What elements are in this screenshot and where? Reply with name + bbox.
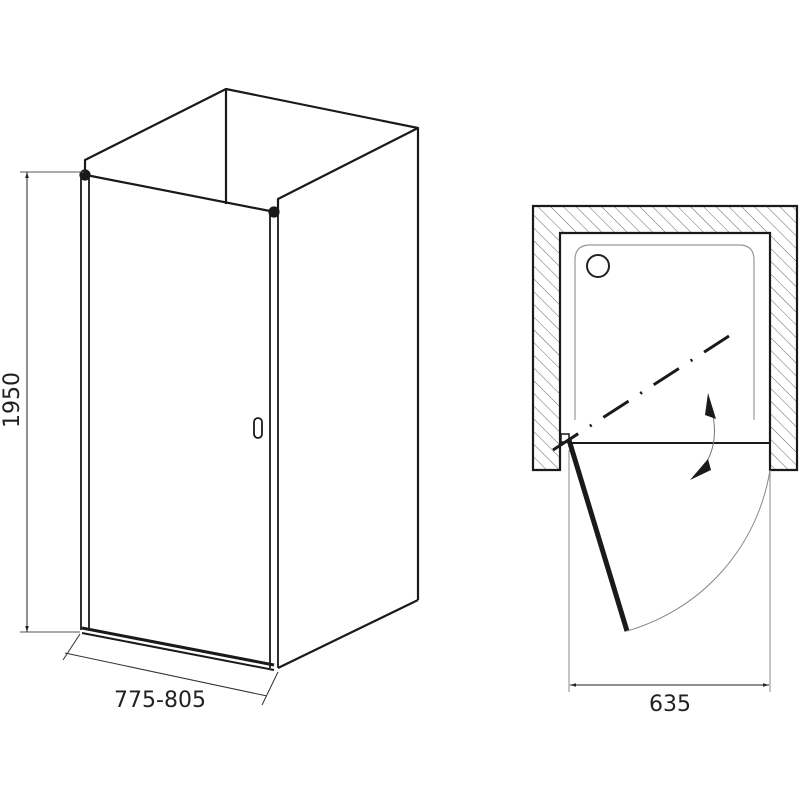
width-range-label: 775-805 <box>114 688 206 713</box>
left-hinge-cap <box>79 169 91 181</box>
back-left-top-edge <box>83 87 420 212</box>
drain-icon <box>586 254 610 278</box>
width-dimension <box>62 633 279 706</box>
plan-view <box>531 204 799 632</box>
right-hinge-cap <box>268 206 280 218</box>
right-profile <box>269 214 279 668</box>
height-label: 1950 <box>0 372 25 428</box>
front-top-edge <box>85 173 276 214</box>
door-handle <box>253 417 263 439</box>
hatched-wall <box>531 204 799 472</box>
plan-width-label: 635 <box>649 692 691 717</box>
side-wall-bottom-edge <box>277 599 419 669</box>
hinge-icon <box>560 433 570 443</box>
door-panel-open <box>566 439 630 632</box>
rotation-arrowhead-down <box>690 459 711 480</box>
plan-width-dimension <box>568 450 771 692</box>
door-swing-arc <box>626 469 771 632</box>
left-profile <box>80 178 90 630</box>
bottom-rail <box>81 626 275 671</box>
door-inward-axis <box>552 334 730 452</box>
shower-tray-inner-edge <box>574 244 755 420</box>
isometric-enclosure <box>79 87 420 671</box>
rotation-arrowhead-up <box>705 393 716 419</box>
height-dimension <box>20 171 84 633</box>
